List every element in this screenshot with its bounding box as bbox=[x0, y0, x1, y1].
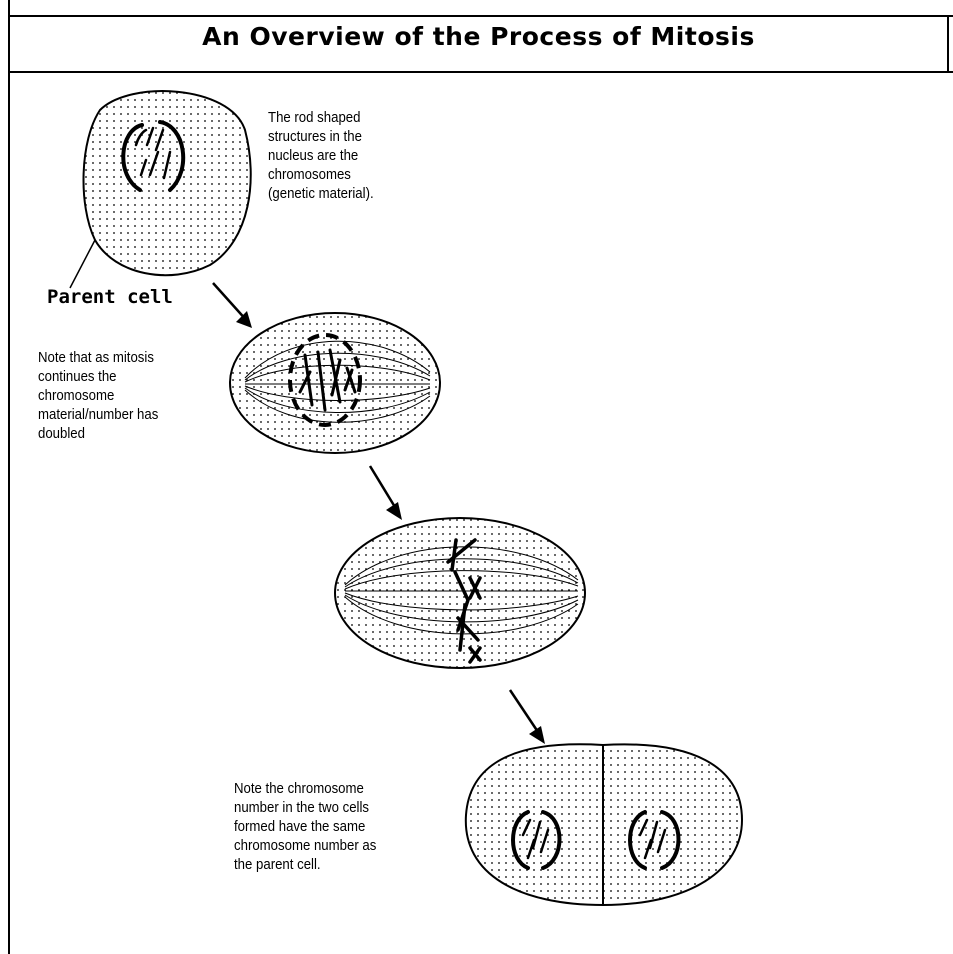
note-doubled: Note that as mitosis continues the chrom… bbox=[38, 348, 158, 443]
arrow-2 bbox=[370, 466, 402, 520]
arrow-1 bbox=[213, 283, 252, 328]
parent-cell-pointer bbox=[70, 240, 95, 288]
note-two-cells: Note the chromosome number in the two ce… bbox=[234, 779, 376, 874]
daughter-cells bbox=[466, 744, 742, 905]
note-chromosomes: The rod shaped structures in the nucleus… bbox=[268, 108, 374, 203]
metaphase-cell bbox=[335, 518, 585, 668]
parent-cell-label: Parent cell bbox=[47, 286, 173, 308]
prophase-cell bbox=[230, 313, 440, 453]
arrow-3 bbox=[510, 690, 545, 744]
parent-cell bbox=[70, 91, 251, 288]
